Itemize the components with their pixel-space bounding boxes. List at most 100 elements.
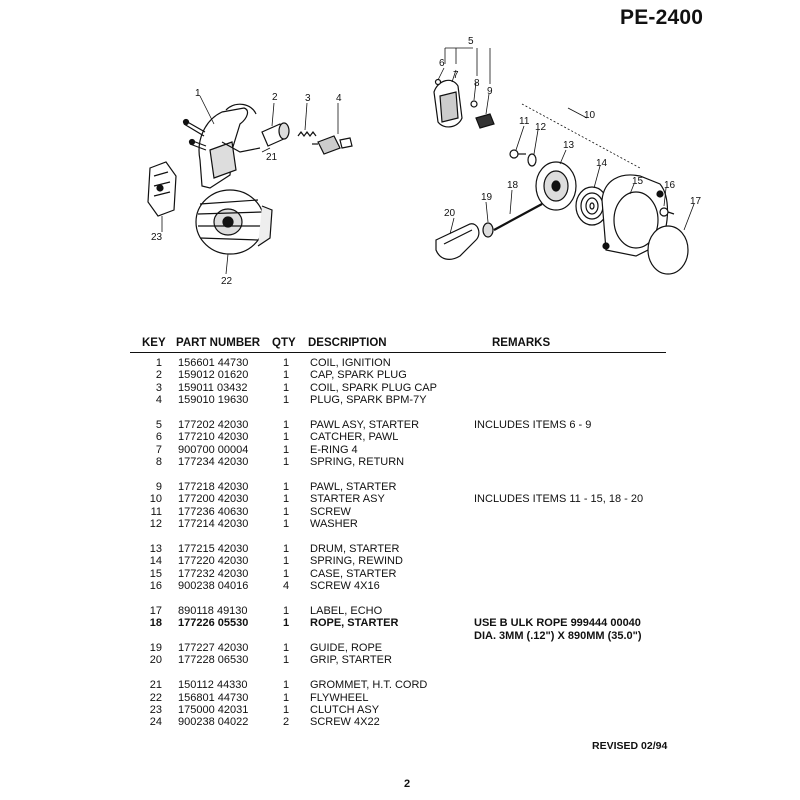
spark-plug-drawing: [312, 135, 353, 155]
callout-21: 21: [266, 152, 278, 163]
callout-8: 8: [474, 78, 480, 89]
starter-case-drawing: [601, 174, 669, 257]
callout-12: 12: [535, 122, 547, 133]
row-description: CASE, STARTER: [310, 567, 397, 580]
row-key: 22: [149, 691, 162, 704]
row-key: 21: [149, 679, 162, 692]
row-key: 20: [149, 654, 162, 667]
row-part-number: 177220 42030: [178, 555, 249, 568]
row-key: 1: [155, 357, 162, 369]
row-description: CLUTCH ASY: [310, 703, 380, 716]
row-key: 9: [155, 480, 162, 493]
row-part-number: 159011 03432: [178, 381, 248, 394]
row-key: 23: [149, 703, 162, 716]
row-description: PLUG, SPARK BPM-7Y: [310, 394, 427, 407]
row-part-number: 177226 05530: [178, 617, 249, 630]
row-key: 8: [155, 456, 162, 469]
row-qty: 1: [282, 369, 290, 382]
row-description: PAWL ASY, STARTER: [310, 418, 420, 431]
starter-drum-drawing: [535, 161, 577, 211]
row-description: SCREW 4X22: [310, 716, 380, 729]
cap-coil-drawing: [297, 131, 317, 137]
row-part-number: 177210 42030: [178, 431, 249, 444]
row-qty: 1: [282, 604, 290, 617]
leader-lines: [161, 47, 695, 275]
model-number: PE-2400: [620, 6, 704, 29]
row-key: 12: [149, 518, 162, 531]
row-qty: 1: [282, 431, 290, 444]
callout-5: 5: [468, 36, 474, 47]
row-description: PAWL, STARTER: [310, 480, 397, 493]
row-qty: 1: [282, 480, 290, 493]
row-part-number: 177227 42030: [178, 641, 249, 654]
callout-20: 20: [444, 208, 456, 219]
callout-22: 22: [221, 276, 233, 287]
row-description: WASHER: [310, 518, 358, 531]
row-part-number: 177234 42030: [178, 456, 249, 469]
row-part-number: 175000 42031: [178, 703, 249, 716]
callout-numbers: 1 2 3 4 5 6 7 8 9 10 11 12 13 14 15 16 1…: [151, 36, 702, 287]
row-part-number: 177214 42030: [178, 518, 249, 531]
row-qty: 1: [282, 654, 290, 667]
table-row: 23 175000 42031 1 CLUTCH ASY: [0, 704, 800, 716]
row-key: 11: [150, 505, 162, 518]
row-part-number: 177218 42030: [178, 480, 249, 493]
callout-6: 6: [439, 58, 445, 69]
row-description: GRIP, STARTER: [310, 654, 392, 667]
row-key: 10: [149, 493, 162, 506]
callout-14: 14: [596, 158, 608, 169]
row-qty: 1: [282, 381, 290, 394]
row-part-number: 177236 40630: [178, 505, 249, 518]
row-key: 24: [149, 716, 162, 729]
callout-7: 7: [453, 70, 459, 81]
row-qty: 1: [282, 443, 290, 456]
header-key: KEY: [142, 337, 166, 349]
callout-17: 17: [690, 196, 702, 207]
row-description: E-RING 4: [310, 443, 358, 456]
row-qty: 1: [282, 679, 290, 692]
echo-label-drawing: [647, 225, 689, 275]
row-qty: 1: [282, 641, 290, 654]
row-qty: 1: [282, 518, 290, 531]
row-description: CATCHER, PAWL: [310, 431, 399, 444]
clutch-assembly-drawing: [147, 161, 177, 217]
row-part-number: 159012 01620: [178, 369, 249, 382]
table-row: 6 177210 42030 1 CATCHER, PAWL: [0, 431, 800, 443]
row-description: LABEL, ECHO: [310, 604, 383, 617]
row-key: 17: [149, 604, 162, 617]
row-key: 13: [149, 542, 162, 555]
row-qty: 1: [282, 703, 290, 716]
row-description: CAP, SPARK PLUG: [310, 369, 407, 382]
callout-19: 19: [481, 192, 493, 203]
row-description: DRUM, STARTER: [310, 542, 400, 555]
header-part-number: PART NUMBER: [176, 337, 261, 349]
row-qty: 1: [282, 505, 290, 518]
row-part-number: 159010 19630: [178, 394, 249, 407]
row-description: FLYWHEEL: [310, 691, 369, 704]
row-description: STARTER ASY: [310, 493, 385, 506]
starter-grip-drawing: [435, 223, 480, 260]
row-key: 6: [155, 431, 162, 444]
table-row: 9 177218 42030 1 PAWL, STARTER: [0, 481, 800, 493]
callout-9: 9: [487, 86, 493, 97]
row-description: COIL, SPARK PLUG CAP: [310, 381, 437, 394]
row-qty: 4: [282, 580, 290, 593]
exploded-parts-diagram: 1 2 3 4 5 6 7 8 9 10 11 12 13 14 15 16 1…: [147, 36, 702, 287]
ignition-coil-drawing: [182, 103, 261, 189]
header-description: DESCRIPTION: [308, 337, 387, 349]
row-part-number: 150112 44330: [178, 679, 248, 692]
